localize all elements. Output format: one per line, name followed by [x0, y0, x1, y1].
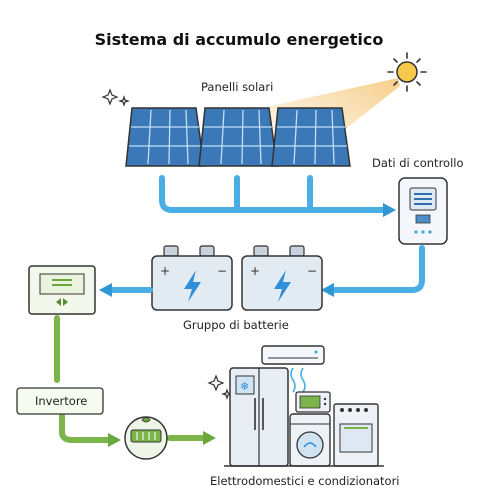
svg-text:−: −: [217, 264, 227, 278]
svg-text:+: +: [250, 264, 260, 278]
arrow-to-appliances: [203, 431, 216, 445]
battery-2: + −: [241, 245, 323, 311]
arrow-to-battery: [321, 283, 334, 297]
solar-panel-3: [271, 107, 351, 167]
refrigerator: ❄: [229, 367, 289, 467]
solar-panel-2: [198, 107, 278, 167]
svg-text:−: −: [307, 264, 317, 278]
sparkle-icon-appliances: [207, 374, 233, 400]
label-solar-panels: Panelli solari: [201, 80, 274, 94]
microwave: [295, 391, 331, 413]
svg-text:❄: ❄: [240, 380, 249, 393]
label-appliances: Elettrodomestici e condizionatori: [210, 474, 400, 488]
inverter-label-box: [16, 387, 104, 415]
inverter-device: [28, 265, 96, 315]
arrow-to-controller: [383, 203, 396, 217]
meter-device: [124, 416, 168, 460]
panel-to-controller-flow: [159, 175, 388, 213]
label-battery-group: Gruppo di batterie: [183, 318, 289, 332]
sun-icon: [387, 52, 427, 92]
arrow-to-inverter-box: [99, 283, 112, 297]
label-control-data: Dati di controllo: [372, 156, 464, 170]
svg-text:+: +: [160, 264, 170, 278]
controller-device: [398, 177, 448, 245]
washing-machine: [289, 413, 331, 467]
sparkle-icon: [101, 88, 130, 107]
stove-oven: [333, 403, 379, 467]
diagram-title: Sistema di accumulo energetico: [94, 30, 384, 49]
controller-to-battery-flow: [332, 245, 425, 293]
battery-1: + −: [151, 245, 233, 311]
inverter-to-meter-flow: [59, 413, 113, 443]
arrow-to-meter: [108, 433, 121, 447]
solar-panel-1: [125, 107, 205, 167]
label-inverter: Invertore: [35, 394, 88, 408]
